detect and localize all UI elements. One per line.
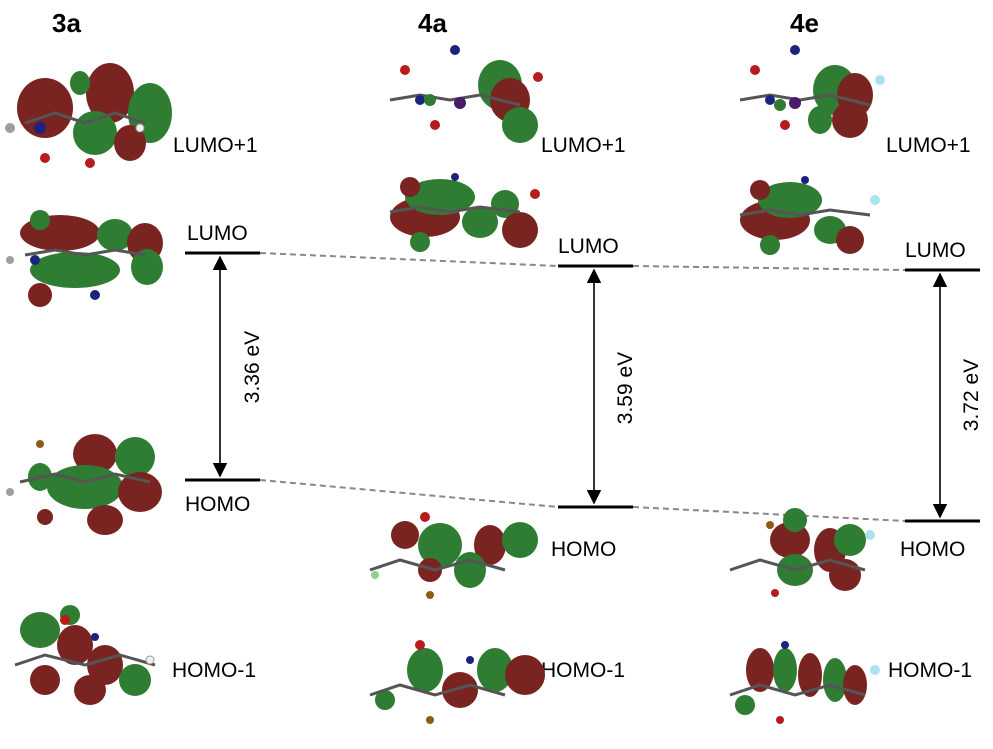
compound-title-4a: 4a: [418, 8, 447, 38]
orbital-4e-lumo-icon: [739, 176, 880, 255]
connector-homo-4a-4e: [632, 506, 906, 522]
orbital-4a-homo-icon: [369, 512, 538, 599]
orbital-4e-lumo1-icon: [739, 45, 885, 138]
orbital-label-4e-lumo1: LUMO+1: [886, 134, 971, 157]
orbital-label-3a-lumo1: LUMO+1: [173, 134, 258, 157]
orbital-4e-homo1-icon: [729, 641, 880, 724]
orbital-label-4a-homo1: HOMO-1: [541, 659, 625, 682]
orbital-3a-lumo1-icon: [5, 63, 172, 168]
gap-label-4e: 3.72 eV: [960, 359, 983, 431]
orbital-label-4e-lumo: LUMO: [905, 239, 966, 262]
orbital-3a-homo-icon: [6, 434, 162, 535]
compound-title-4e: 4e: [790, 8, 819, 38]
orbital-4e-homo-icon: [729, 508, 875, 597]
orbital-label-3a-homo1: HOMO-1: [172, 659, 256, 682]
orbital-4a-homo1-icon: [369, 640, 545, 724]
orbital-label-4a-homo: HOMO: [551, 538, 616, 561]
connector-homo-3a-4a: [259, 479, 559, 508]
orbital-label-4a-lumo1: LUMO+1: [541, 134, 626, 157]
connector-lumo-4a-4e: [632, 265, 906, 271]
orbital-4a-lumo-icon: [389, 173, 540, 252]
orbital-3a-lumo-icon: [6, 210, 163, 307]
gap-label-4a: 3.59 eV: [614, 352, 637, 424]
orbital-label-4e-homo1: HOMO-1: [888, 659, 972, 682]
connector-lumo-3a-4a: [259, 252, 559, 267]
gap-label-3a: 3.36 eV: [241, 331, 264, 403]
orbital-label-4a-lumo: LUMO: [558, 235, 619, 258]
orbital-3a-homo1-icon: [14, 605, 156, 705]
orbital-label-3a-lumo: LUMO: [187, 222, 248, 245]
orbital-4a-lumo1-icon: [389, 45, 543, 143]
orbital-label-4e-homo: HOMO: [900, 538, 965, 561]
orbital-label-3a-homo: HOMO: [185, 493, 250, 516]
compound-title-3a: 3a: [52, 8, 81, 38]
